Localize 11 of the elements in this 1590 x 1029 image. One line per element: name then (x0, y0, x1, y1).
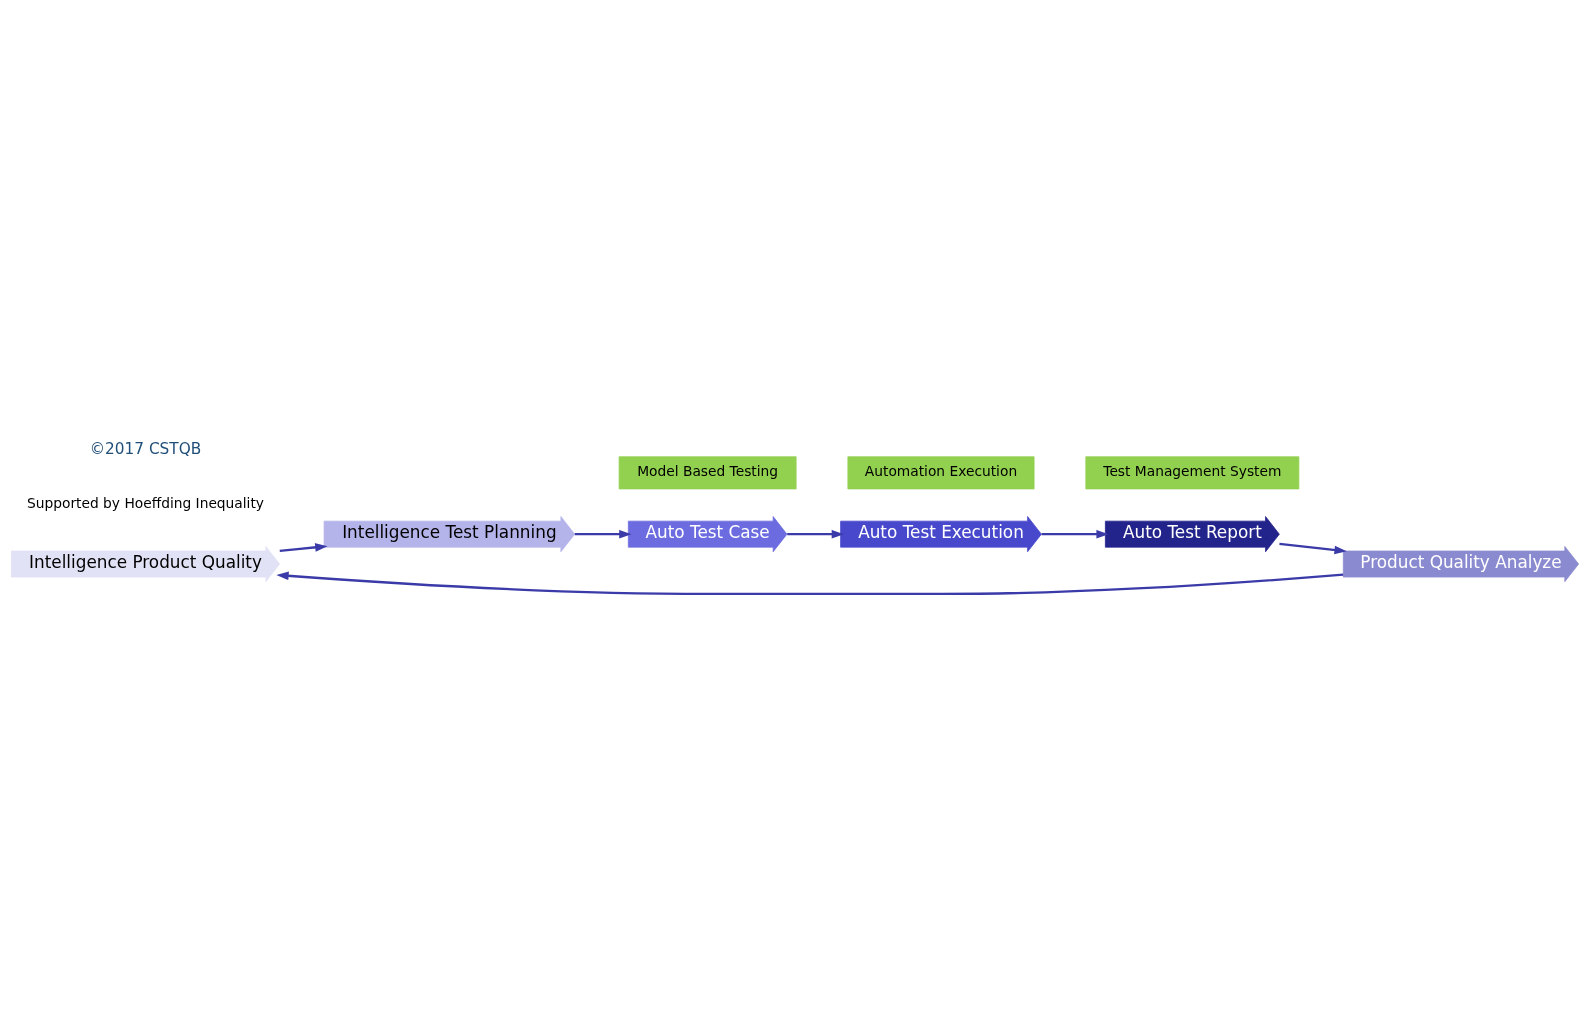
node-box: Automation Execution (847, 455, 1035, 489)
arrow (1279, 542, 1347, 554)
arrow (279, 542, 328, 552)
arrow (1041, 529, 1109, 538)
arrow (276, 571, 1344, 595)
node-box: Model Based Testing (618, 455, 797, 489)
arrow (787, 529, 844, 538)
arrow (574, 529, 632, 538)
label: Supported by Hoeffding Inequality (27, 494, 265, 511)
node-box: Test Management System (1085, 455, 1300, 489)
label: ©2017 CSTQB (89, 439, 202, 458)
